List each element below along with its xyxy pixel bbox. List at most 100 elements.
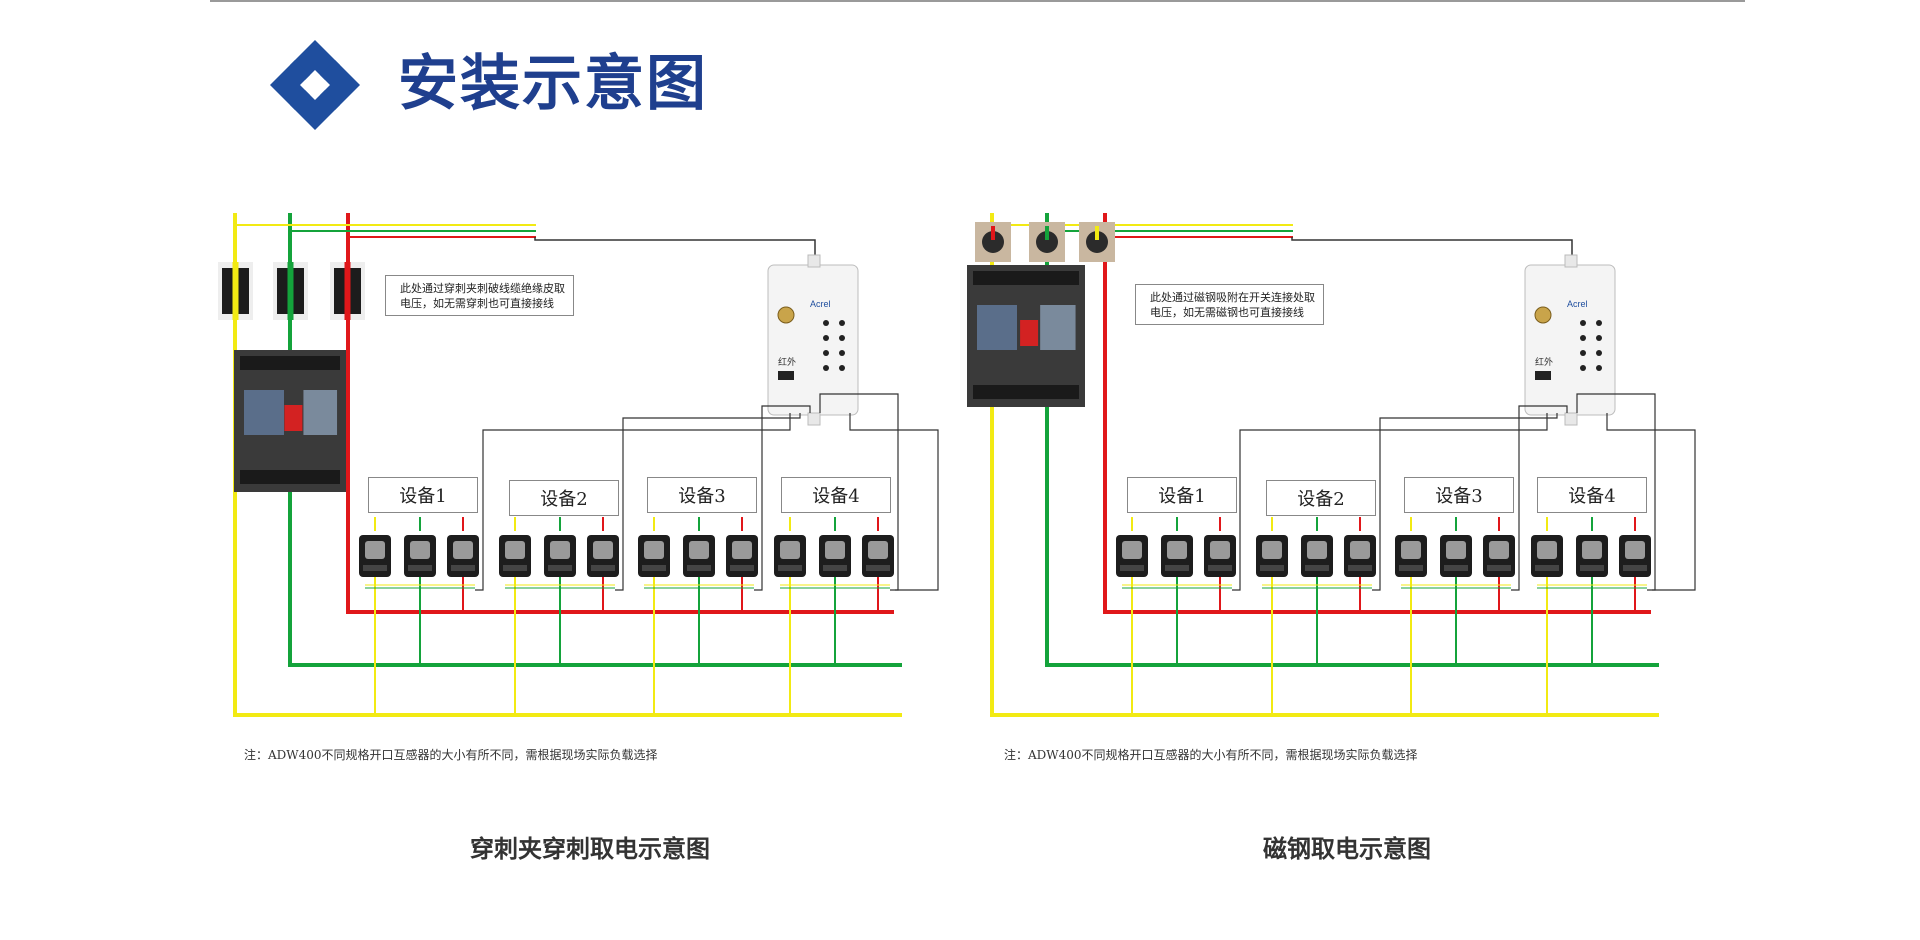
breaker-label xyxy=(244,390,284,435)
left-device-group-1 xyxy=(359,413,791,716)
right-current-transformer-2-3 xyxy=(1344,535,1376,577)
ct-clip xyxy=(408,565,432,571)
ct-window xyxy=(1350,541,1370,559)
breaker-nameplate xyxy=(1040,305,1076,350)
ct-window xyxy=(1446,541,1466,559)
left-pierce-clip-c xyxy=(330,262,365,320)
left-ct-signal-wire-1 xyxy=(475,413,791,591)
right-device-group-2 xyxy=(1256,413,1558,716)
left-callout: 此处通过穿刺夹刺破线缆绝缘皮取 电压，如无需穿刺也可直接接线 xyxy=(385,275,574,316)
meter-led xyxy=(1596,365,1602,371)
right-current-transformer-1-1 xyxy=(1116,535,1148,577)
left-current-transformer-1-3 xyxy=(447,535,479,577)
ct-clip xyxy=(1535,565,1559,571)
left-note: 注：ADW400不同规格开口互感器的大小有所不同，需根据现场实际负载选择 xyxy=(244,748,658,762)
right-device-2-label: 设备2 xyxy=(1266,480,1376,516)
left-ct-signal-wire-3 xyxy=(754,405,811,591)
ct-window xyxy=(1401,541,1421,559)
left-device-3-label: 设备3 xyxy=(647,477,757,513)
meter-led xyxy=(823,335,829,341)
magnet-body xyxy=(1086,231,1108,253)
meter-led xyxy=(839,335,845,341)
ct-clip xyxy=(1348,565,1372,571)
ct-clip xyxy=(687,565,711,571)
meter-led xyxy=(1580,320,1586,326)
meter-led xyxy=(839,320,845,326)
ct-window xyxy=(550,541,570,559)
left-callout-line-1: 此处通过穿刺夹刺破线缆绝缘皮取 xyxy=(400,282,565,295)
clip-wire xyxy=(344,262,351,320)
left-breaker xyxy=(234,350,346,492)
ct-window xyxy=(732,541,752,559)
ct-window xyxy=(780,541,800,559)
right-device-group-1 xyxy=(1116,413,1548,716)
meter-led xyxy=(1596,320,1602,326)
left-device-1-label: 设备1 xyxy=(368,477,478,513)
meter-body xyxy=(1524,264,1616,416)
meter-top-tab xyxy=(1564,254,1578,268)
magnet-wire xyxy=(1095,226,1099,240)
left-current-transformer-4-2 xyxy=(819,535,851,577)
breaker-label xyxy=(977,305,1017,350)
left-current-transformer-3-2 xyxy=(683,535,715,577)
ct-window xyxy=(1489,541,1509,559)
meter-port-icon xyxy=(777,306,795,324)
right-ct-signal-wire-1 xyxy=(1232,413,1548,591)
right-ct-signal-wire-3 xyxy=(1511,405,1568,591)
meter-top-tab xyxy=(807,254,821,268)
clip-wire xyxy=(232,262,239,320)
right-return-signal-wire xyxy=(1606,413,1696,591)
right-device-group-4 xyxy=(1531,393,1656,716)
ct-clip xyxy=(363,565,387,571)
left-ct-signal-wire-2 xyxy=(615,413,801,591)
breaker-nameplate xyxy=(303,390,338,435)
ct-window xyxy=(365,541,385,559)
ct-window xyxy=(825,541,845,559)
right-callout-line-1: 此处通过磁钢吸附在开关连接处取 xyxy=(1150,291,1315,304)
breaker-terminals-top xyxy=(240,356,340,370)
right-current-transformer-4-2 xyxy=(1576,535,1608,577)
ct-clip xyxy=(548,565,572,571)
ct-window xyxy=(505,541,525,559)
left-current-transformer-1-1 xyxy=(359,535,391,577)
ct-clip xyxy=(1487,565,1511,571)
left-current-transformer-1-2 xyxy=(404,535,436,577)
meter-ir-text: 红外 xyxy=(778,356,796,368)
meter-ir-window xyxy=(1535,371,1551,380)
ct-clip xyxy=(1444,565,1468,571)
left-voltage-signal-wire xyxy=(534,237,816,262)
ct-window xyxy=(1307,541,1327,559)
right-magnet-b xyxy=(1029,222,1065,262)
ct-clip xyxy=(866,565,890,571)
meter-body xyxy=(767,264,859,416)
ct-clip xyxy=(451,565,475,571)
right-current-transformer-3-2 xyxy=(1440,535,1472,577)
left-current-transformer-2-1 xyxy=(499,535,531,577)
meter-bottom-tab xyxy=(1564,412,1578,426)
ct-clip xyxy=(1208,565,1232,571)
magnet-wire xyxy=(991,226,995,240)
left-device-group-2 xyxy=(499,413,801,716)
right-ct-signal-wire-2 xyxy=(1372,413,1558,591)
ct-clip xyxy=(1580,565,1604,571)
ct-window xyxy=(1537,541,1557,559)
left-current-transformer-3-3 xyxy=(726,535,758,577)
left-device-group-4 xyxy=(774,393,899,716)
breaker-terminals-top xyxy=(973,271,1079,285)
ct-window xyxy=(1625,541,1645,559)
meter-led xyxy=(1580,335,1586,341)
breaker-terminals-bottom xyxy=(973,385,1079,399)
ct-clip xyxy=(1399,565,1423,571)
right-current-transformer-3-3 xyxy=(1483,535,1515,577)
magnet-body xyxy=(982,231,1004,253)
right-current-transformer-4-3 xyxy=(1619,535,1651,577)
breaker-handle xyxy=(1020,320,1039,346)
ct-clip xyxy=(1305,565,1329,571)
ct-window xyxy=(689,541,709,559)
ct-window xyxy=(1167,541,1187,559)
ct-clip xyxy=(1623,565,1647,571)
ct-clip xyxy=(503,565,527,571)
ct-clip xyxy=(1120,565,1144,571)
